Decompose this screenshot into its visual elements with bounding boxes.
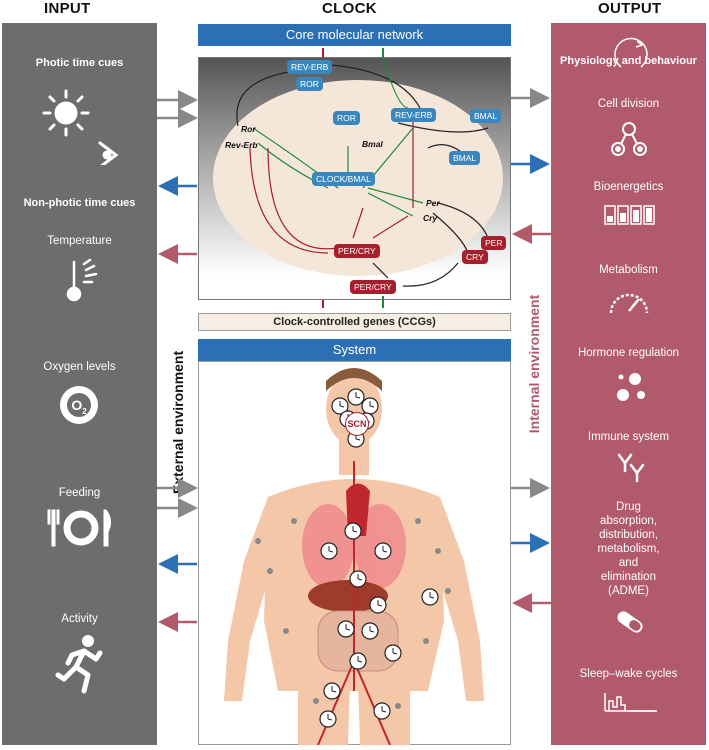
clock-face-icon — [421, 588, 439, 606]
system-title: System — [198, 339, 511, 361]
non-photic-cues-label: Non-photic time cues — [23, 197, 136, 209]
oxygen-symbol-letter: O — [71, 397, 83, 413]
gene-per: Per — [426, 198, 440, 208]
oxygen-symbol-sub: 2 — [82, 406, 87, 416]
network-arrows — [236, 48, 489, 308]
core-network-title: Core molecular network — [198, 24, 511, 46]
clock-faces — [319, 388, 439, 728]
clock-face-icon — [349, 570, 367, 588]
bmal-mid-pill: BMAL — [449, 151, 481, 165]
clock-face-icon — [369, 596, 387, 614]
ror-top-pill: ROR — [296, 77, 323, 91]
clock-face-icon — [320, 542, 338, 560]
ror-mid-pill: ROR — [333, 111, 360, 125]
metabolism-label: Metabolism — [599, 264, 658, 276]
sleep-graph-icon — [604, 693, 657, 712]
cell-division-label: Cell division — [597, 98, 660, 110]
adme-line: elimination — [601, 571, 656, 583]
adme-line: distribution, — [599, 529, 658, 541]
per-cry-bottom-pill: PER/CRY — [350, 280, 396, 294]
reverb-top-pill: REV-ERB — [287, 60, 333, 74]
sleep-wake-label: Sleep–wake cycles — [579, 668, 678, 680]
oxygen-label: Oxygen levels — [43, 361, 116, 373]
clock-face-icon — [331, 397, 349, 415]
pill-capsule-icon — [617, 611, 643, 633]
gene-ror: Ror — [241, 124, 256, 134]
clock-face-icon — [337, 620, 355, 638]
clock-header: CLOCK — [322, 0, 377, 17]
scn-label: SCN — [345, 412, 369, 436]
plate-cutlery-icon — [47, 509, 112, 547]
adme-line: and — [618, 557, 639, 569]
ccg-label: Clock-controlled genes (CCGs) — [198, 313, 511, 331]
per-pill: PER — [481, 236, 507, 250]
clock-face-icon — [319, 710, 337, 728]
gene-bmal: Bmal — [362, 139, 383, 149]
temperature-label: Temperature — [47, 235, 112, 247]
per-cry-mid-pill: PER/CRY — [334, 244, 380, 258]
gene-reverb: Rev-Erb — [225, 140, 258, 150]
clock-face-icon — [374, 542, 392, 560]
feeding-label: Feeding — [58, 487, 101, 499]
reverb-mid-pill: REV-ERB — [391, 108, 437, 122]
input-header: INPUT — [44, 0, 91, 17]
output-header: OUTPUT — [598, 0, 662, 17]
clock-face-icon — [384, 644, 402, 662]
hormone-dots-icon — [617, 373, 645, 401]
clock-face-icon — [344, 522, 362, 540]
cry-pill: CRY — [462, 250, 488, 264]
input-panel: Photic time cues Non-photic time cues Te… — [2, 23, 157, 745]
sun-eye-icon — [42, 89, 119, 165]
photic-cues-label: Photic time cues — [35, 57, 124, 69]
output-panel: Physiology and behaviour Cell division B… — [551, 23, 706, 745]
clock-bmal-pill: CLOCK/BMAL — [312, 172, 375, 186]
antibody-icon — [617, 453, 645, 483]
gene-cry: Cry — [423, 213, 438, 223]
clock-face-icon — [361, 622, 379, 640]
gauge-icon — [609, 293, 649, 314]
clock-face-icon — [323, 682, 341, 700]
adme-label: Drug absorption, distribution, metabolis… — [551, 500, 706, 598]
oxygen-icon: O2 — [60, 386, 98, 424]
physiology-label: Physiology and behaviour — [560, 55, 697, 67]
bioenergetics-label: Bioenergetics — [593, 181, 664, 193]
adme-line: Drug — [616, 501, 641, 513]
adme-line: (ADME) — [608, 585, 649, 597]
hormone-label: Hormone regulation — [577, 347, 679, 359]
clock-face-icon — [349, 652, 367, 670]
battery-icon — [604, 205, 655, 225]
adme-line: metabolism, — [597, 543, 660, 555]
immune-label: Immune system — [587, 431, 670, 443]
clock-face-icon — [373, 702, 391, 720]
cell-division-icon — [611, 122, 647, 156]
activity-label: Activity — [61, 613, 98, 625]
circular-arrow-icon — [614, 37, 648, 68]
thermometer-icon — [66, 258, 98, 302]
bmal-right-pill: BMAL — [470, 109, 502, 123]
adme-line: absorption, — [600, 515, 657, 527]
clock-face-icon — [347, 388, 365, 406]
running-person-icon — [55, 635, 103, 694]
oxygen-symbol: O2 — [67, 393, 91, 417]
